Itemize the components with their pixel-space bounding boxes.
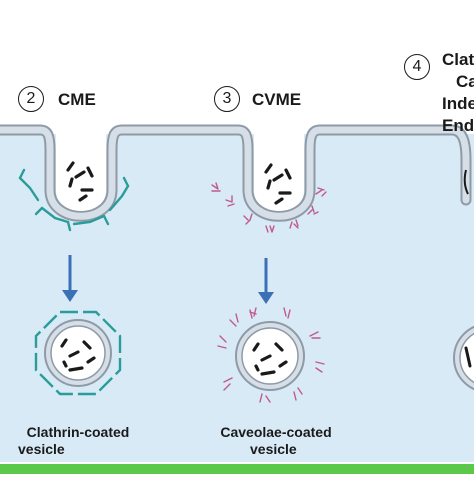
caption-line2: vesicle bbox=[18, 441, 65, 457]
caption-clathrin-vesicle: Clathrin-coated vesicle bbox=[8, 424, 148, 458]
step-label-4-line4: Ende bbox=[442, 116, 474, 135]
arrow-cvme bbox=[258, 258, 274, 304]
caption-caveolae-vesicle: Caveolae-coated vesicle bbox=[206, 424, 346, 458]
caveolae-vesicle bbox=[217, 307, 325, 403]
cme-pit-cargo bbox=[66, 161, 94, 202]
partial-vesicle-right bbox=[453, 325, 474, 391]
step-number: 3 bbox=[222, 90, 232, 107]
caveolin-coat-pit bbox=[211, 182, 327, 233]
bottom-bar-top-edge bbox=[0, 462, 474, 464]
caption-line1: Clathrin-coated bbox=[26, 424, 130, 440]
step-label-4-line1: Clat bbox=[442, 50, 474, 69]
step-label-cme: CME bbox=[58, 90, 96, 109]
cvme-pit-cargo bbox=[264, 163, 292, 205]
step-number-badge: 2 bbox=[18, 86, 44, 112]
step-label-4-line3: Inde bbox=[442, 94, 474, 113]
caveolin-coat-vesicle bbox=[217, 307, 325, 403]
step-label-4-line2: Ca bbox=[456, 72, 474, 91]
arrow-cme bbox=[62, 255, 78, 302]
clathrin-coat-pit bbox=[18, 168, 130, 232]
cvme-pit-lumen bbox=[254, 130, 304, 211]
partial-pit-right bbox=[463, 169, 469, 195]
clathrin-vesicle bbox=[34, 310, 122, 396]
cme-pit-lumen bbox=[56, 130, 106, 211]
caption-line1: Caveolae-coated bbox=[220, 424, 332, 440]
clathrin-cage bbox=[34, 310, 122, 396]
step-number-badge: 4 bbox=[404, 54, 430, 80]
step-number-badge: 3 bbox=[214, 86, 240, 112]
step-number: 4 bbox=[412, 58, 422, 75]
step-label-cvme: CVME bbox=[252, 90, 302, 109]
step-number: 2 bbox=[26, 90, 36, 107]
bottom-bar bbox=[0, 464, 474, 474]
caption-line2: vesicle bbox=[250, 441, 297, 457]
plasma-membrane-inner bbox=[0, 126, 470, 220]
